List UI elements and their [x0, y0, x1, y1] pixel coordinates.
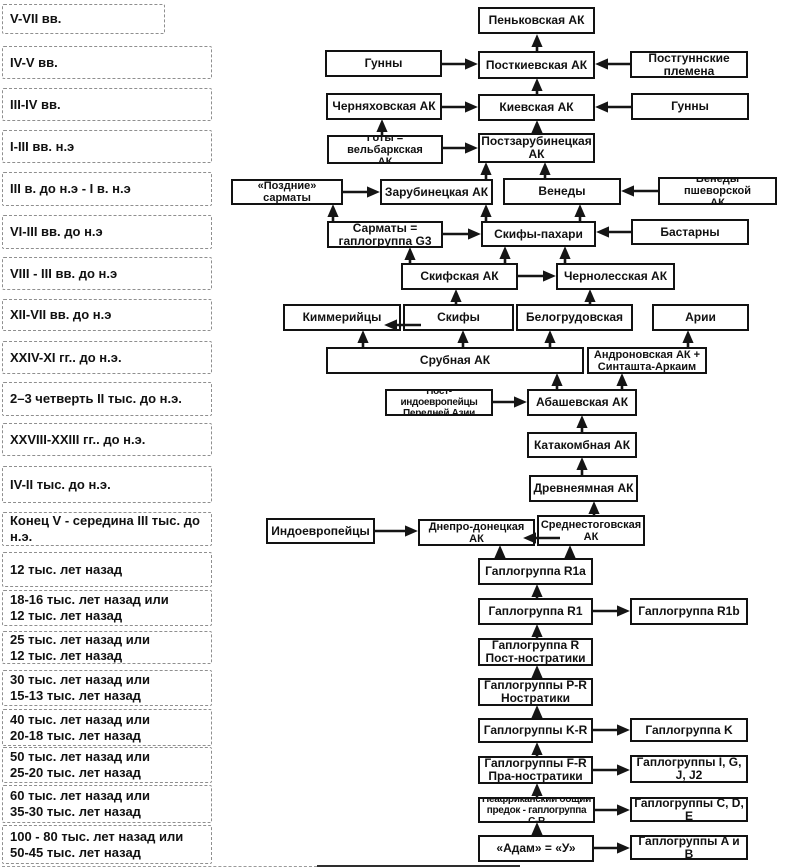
- node-skifskaya-ak: Скифская АК: [401, 263, 518, 290]
- node-venedy: Венеды: [503, 178, 621, 205]
- timeline-item: XXIV-XI гг.. до н.э.: [2, 341, 212, 374]
- cutoff-dashed-line: [2, 866, 317, 867]
- node-skify: Скифы: [403, 304, 514, 331]
- node-abashevskaya-ak: Абашевская АК: [527, 389, 637, 416]
- timeline-item: 40 тыс. лет назад или 20-18 тыс. лет наз…: [2, 709, 212, 746]
- node-arii: Арии: [652, 304, 749, 331]
- node-neafrikanskiy-predok-cr: Неафриканский общий предок - гаплогруппа…: [478, 797, 595, 823]
- node-katakombnaya-ak: Катакомбная АК: [527, 432, 637, 458]
- node-drevneyamnaya-ak: Древнеямная АК: [529, 475, 638, 502]
- timeline-item: Конец V - середина III тыс. до н.э.: [2, 512, 212, 546]
- node-goty-velbarkskaya: Готы = вельбаркская АК: [327, 135, 443, 164]
- node-haplogroup-r-postnostratiki: Гаплогруппа R Пост-ностратики: [478, 638, 593, 666]
- node-postgunnskie-plemena: Постгуннские племена: [630, 51, 748, 78]
- node-indoevropeycy: Индоевропейцы: [266, 518, 375, 544]
- node-zarubineckaya-ak: Зарубинецкая АК: [380, 179, 493, 205]
- node-haplogroup-r1b: Гаплогруппа R1b: [630, 598, 748, 625]
- timeline-item: VIII - III вв. до н.э: [2, 257, 212, 290]
- timeline-item: 60 тыс. лет назад или 35-30 тыс. лет наз…: [2, 785, 212, 823]
- node-postkievskaya-ak: Посткиевская АК: [478, 51, 595, 79]
- node-haplogroup-k: Гаплогруппа K: [630, 718, 748, 742]
- timeline-item: V-VII вв.: [2, 4, 165, 34]
- node-kimmeriycy: Киммерийцы: [283, 304, 401, 331]
- node-gunny-lower: Гунны: [631, 93, 749, 120]
- timeline-item: 100 - 80 тыс. лет назад или 50-45 тыс. л…: [2, 825, 212, 864]
- node-haplogroups-pr-nostratiki: Гаплогруппы P-R Ностратики: [478, 678, 593, 706]
- timeline-item: 25 тыс. лет назад или 12 тыс. лет назад: [2, 631, 212, 664]
- timeline-item: 12 тыс. лет назад: [2, 552, 212, 587]
- node-pozdnie-sarmaty: «Поздние» сарматы: [231, 179, 343, 205]
- timeline-item: VI-III вв. до н.э: [2, 215, 212, 249]
- node-srednestogovskaya-ak: Среднестоговская АК: [537, 515, 645, 546]
- timeline-item: 50 тыс. лет назад или 25-20 тыс. лет наз…: [2, 747, 212, 783]
- node-penkovskaya-ak: Пеньковская АК: [478, 7, 595, 34]
- node-haplogroups-fr-pranostratiki: Гаплогруппы F-R Пра-ностратики: [478, 756, 593, 784]
- timeline-item: III-IV вв.: [2, 88, 212, 121]
- timeline-item: XII-VII вв. до н.э: [2, 299, 212, 331]
- node-venedy-pshevorskoy: Венеды пшеворской АК: [658, 177, 777, 205]
- node-dnepro-doneckaya-ak: Днепро-донецкая АК: [418, 519, 535, 546]
- node-haplogroups-i-g-j-j2: Гаплогруппы I, G, J, J2: [630, 755, 748, 783]
- timeline-item: 18-16 тыс. лет назад или 12 тыс. лет наз…: [2, 590, 212, 626]
- node-srubnaya-ak: Срубная АК: [326, 347, 584, 374]
- timeline-item: XXVIII-XXIII гг.. до н.э.: [2, 423, 212, 456]
- node-kievskaya-ak: Киевская АК: [478, 94, 595, 121]
- node-haplogroups-kr: Гаплогруппы K-R: [478, 718, 593, 743]
- node-haplogroups-a-b: Гаплогруппы A и B: [630, 835, 748, 860]
- node-chernyahovskaya-ak: Черняховская АК: [326, 93, 442, 120]
- node-haplogroups-c-d-e: Гаплогруппы C, D, E: [630, 797, 748, 822]
- node-haplogroup-r1a: Гаплогруппа R1a: [478, 558, 593, 585]
- node-gunny-upper: Гунны: [325, 50, 442, 77]
- node-post-indoevropeycy: Пост-индоевропейцы Передней Азии: [385, 389, 493, 416]
- cutoff-solid-line: [317, 865, 520, 867]
- node-chernolesskaya-ak: Чернолесская АК: [556, 263, 675, 290]
- timeline-item: IV-V вв.: [2, 46, 212, 79]
- node-belogrudovskaya: Белогрудовская: [516, 304, 633, 331]
- timeline-item: 30 тыс. лет назад или 15-13 тыс. лет наз…: [2, 670, 212, 706]
- node-adam-y: «Адам» = «У»: [478, 835, 594, 862]
- node-postzarubineckaya-ak: Постзарубинецкая АК: [478, 133, 595, 163]
- node-sarmaty-g3: Сарматы = гаплогруппа G3: [327, 221, 443, 248]
- node-haplogroup-r1: Гаплогруппа R1: [478, 598, 593, 625]
- timeline-item: III в. до н.э - I в. н.э: [2, 172, 212, 206]
- node-andronovskaya-sintashta: Андроновская АК + Синташта-Аркаим: [587, 347, 707, 374]
- node-skify-pahari: Скифы-пахари: [481, 221, 596, 247]
- timeline-item: I-III вв. н.э: [2, 130, 212, 163]
- node-bastarny: Бастарны: [631, 219, 749, 245]
- timeline-item: 2–3 четверть II тыс. до н.э.: [2, 382, 212, 416]
- timeline-item: IV-II тыс. до н.э.: [2, 466, 212, 503]
